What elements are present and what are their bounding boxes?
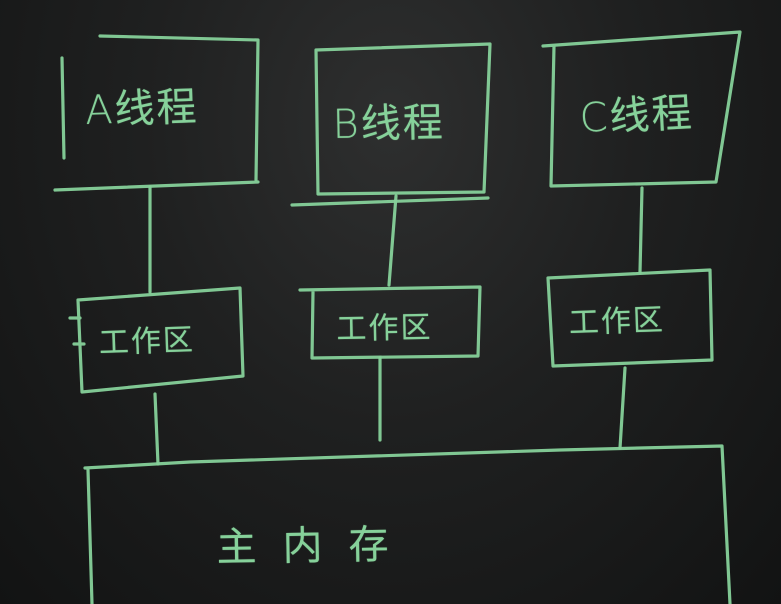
main-memory-label: 主内存 [216, 521, 415, 571]
main-memory-box [83, 444, 732, 604]
thread-label-c: C线程 [578, 90, 695, 142]
work-area-label-b: 工作区 [336, 310, 433, 347]
work-area-box-c [546, 268, 714, 368]
thread-label-a: A线程 [84, 84, 200, 134]
connector-work-a-memory [153, 392, 160, 466]
thread-box-c [541, 30, 742, 188]
connector-work-c-memory [618, 366, 627, 450]
connector-thread-c-work-c [638, 186, 644, 274]
connector-thread-b-work-b [387, 194, 398, 287]
work-area-box-b [298, 285, 482, 360]
thread-label-b: B线程 [332, 100, 446, 148]
thread-box-b [290, 42, 492, 207]
work-area-label-a: 工作区 [98, 322, 196, 361]
thread-box-a [53, 34, 260, 192]
work-area-label-c: 工作区 [568, 302, 666, 341]
work-area-box-a [68, 286, 245, 394]
